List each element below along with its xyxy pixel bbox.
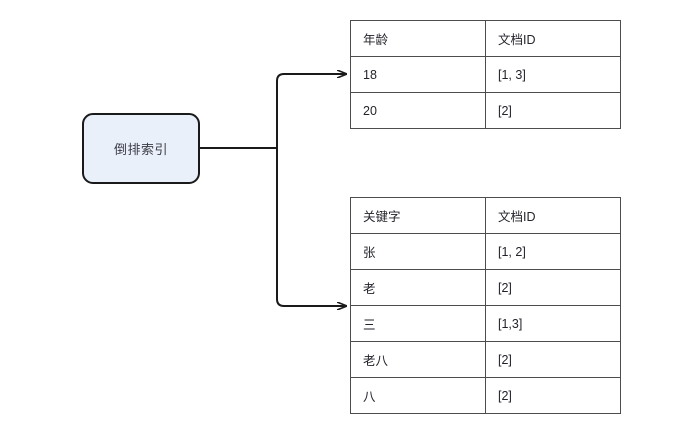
column-header: 年龄	[350, 20, 486, 57]
table-row: 老 [2]	[350, 269, 621, 306]
table-row: 关键字 文档ID	[350, 197, 621, 234]
cell-key: 老	[350, 269, 486, 306]
age-index-table: 年龄 文档ID 18 [1, 3] 20 [2]	[350, 20, 621, 129]
table-row: 八 [2]	[350, 377, 621, 414]
cell-key: 三	[350, 305, 486, 342]
cell-key: 18	[350, 56, 486, 93]
cell-doc-ids: [1, 2]	[485, 233, 621, 270]
table-row: 三 [1,3]	[350, 305, 621, 342]
column-header: 文档ID	[485, 20, 621, 57]
column-header: 关键字	[350, 197, 486, 234]
cell-doc-ids: [2]	[485, 341, 621, 378]
table-row: 张 [1, 2]	[350, 233, 621, 270]
cell-doc-ids: [2]	[485, 377, 621, 414]
inverted-index-node-label: 倒排索引	[113, 142, 168, 157]
cell-key: 张	[350, 233, 486, 270]
age-index-table-body: 年龄 文档ID 18 [1, 3] 20 [2]	[350, 20, 621, 129]
table-row: 老八 [2]	[350, 341, 621, 378]
cell-doc-ids: [1,3]	[485, 305, 621, 342]
cell-doc-ids: [1, 3]	[485, 56, 621, 93]
cell-doc-ids: [2]	[485, 92, 621, 129]
table-row: 18 [1, 3]	[350, 56, 621, 93]
cell-key: 老八	[350, 341, 486, 378]
cell-key: 八	[350, 377, 486, 414]
keyword-index-table: 关键字 文档ID 张 [1, 2] 老 [2] 三 [1,3] 老八 [2] 八…	[350, 197, 621, 414]
cell-key: 20	[350, 92, 486, 129]
connector-branch-keyword	[276, 147, 347, 306]
connector-branch-age	[276, 74, 347, 149]
cell-doc-ids: [2]	[485, 269, 621, 306]
keyword-index-table-body: 关键字 文档ID 张 [1, 2] 老 [2] 三 [1,3] 老八 [2] 八…	[350, 197, 621, 414]
table-row: 年龄 文档ID	[350, 20, 621, 57]
inverted-index-node[interactable]: 倒排索引	[82, 113, 200, 184]
table-row: 20 [2]	[350, 92, 621, 129]
column-header: 文档ID	[485, 197, 621, 234]
